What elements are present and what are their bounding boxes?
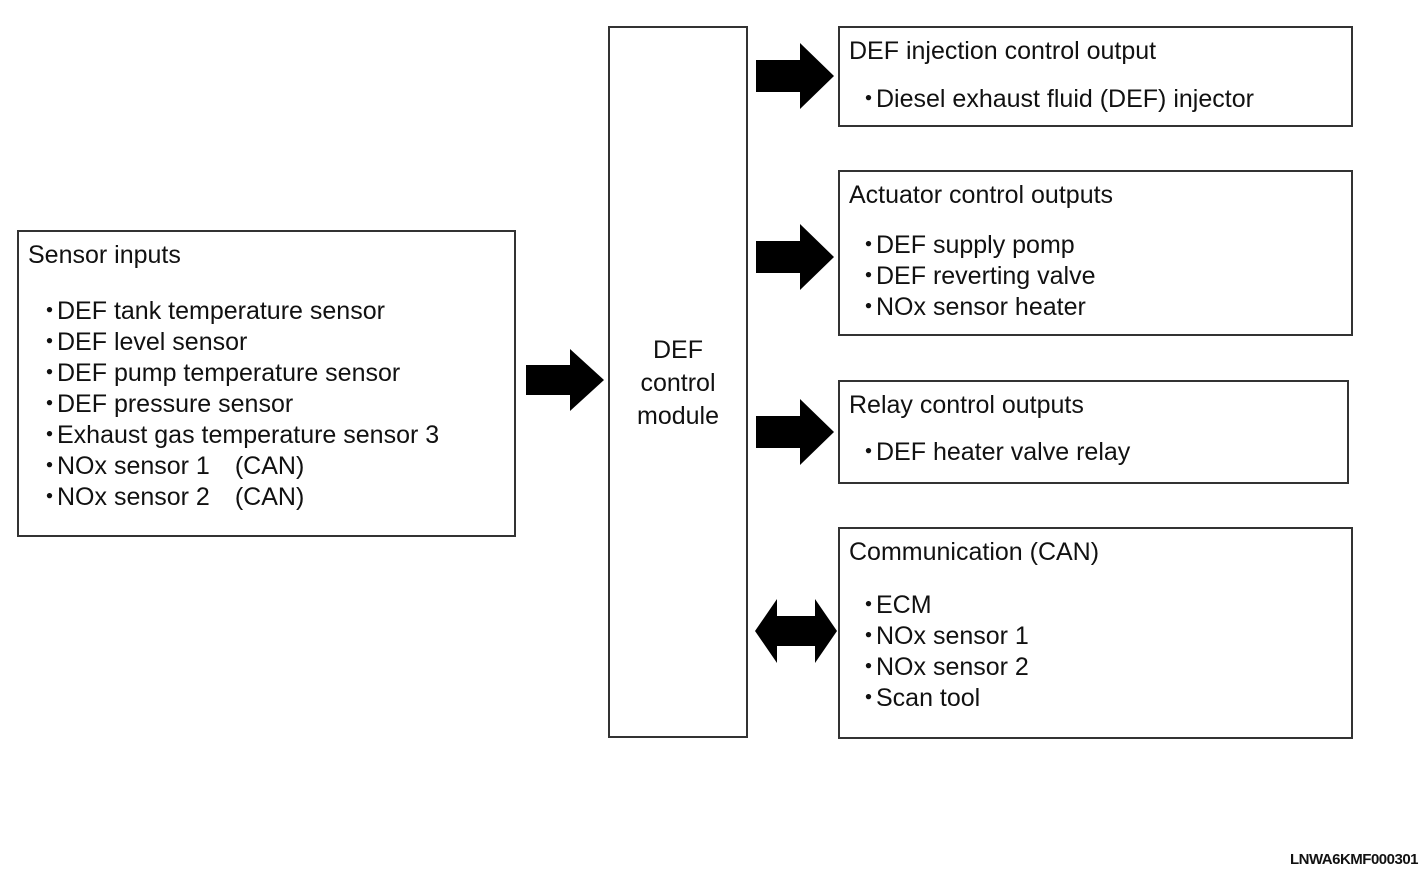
- relay-control-outputs-item-label: DEF heater valve relay: [876, 438, 1131, 466]
- input-arrow-icon: [526, 349, 604, 411]
- bullet-icon: ・: [856, 438, 882, 466]
- sensor-inputs-item: ・NOx sensor 1 (CAN): [37, 451, 439, 482]
- communication-item-label: NOx sensor 2: [876, 653, 1029, 681]
- actuator-control-outputs-title: Actuator control outputs: [849, 181, 1114, 209]
- relay-control-outputs-item: ・DEF heater valve relay: [856, 437, 1130, 468]
- sensor-inputs-item-label: NOx sensor 2 (CAN): [57, 483, 305, 511]
- bullet-icon: ・: [856, 684, 882, 712]
- communication-item: ・NOx sensor 1: [856, 621, 1029, 652]
- sensor-inputs-item-label: DEF tank temperature sensor: [57, 297, 385, 325]
- sensor-inputs-item: ・NOx sensor 2 (CAN): [37, 482, 439, 513]
- actuator-control-outputs-box: Actuator control outputs ・DEF supply pom…: [838, 170, 1353, 336]
- actuator-control-outputs-item: ・NOx sensor heater: [856, 292, 1096, 323]
- bullet-icon: ・: [856, 653, 882, 681]
- actuator-arrow-icon: [756, 224, 834, 290]
- sensor-inputs-list: ・DEF tank temperature sensor・DEF level s…: [37, 296, 439, 513]
- sensor-inputs-box: Sensor inputs ・DEF tank temperature sens…: [17, 230, 516, 537]
- bullet-icon: ・: [856, 293, 882, 321]
- relay-arrow-icon: [756, 399, 834, 465]
- bullet-icon: ・: [856, 622, 882, 650]
- def-control-module-label: DEF control module: [637, 336, 719, 430]
- actuator-control-outputs-item: ・DEF supply pomp: [856, 230, 1096, 261]
- bullet-icon: ・: [37, 483, 63, 511]
- communication-item: ・Scan tool: [856, 683, 1029, 714]
- sensor-inputs-item-label: DEF level sensor: [57, 328, 248, 356]
- communication-item: ・NOx sensor 2: [856, 652, 1029, 683]
- bullet-icon: ・: [856, 85, 882, 113]
- bullet-icon: ・: [37, 390, 63, 418]
- bullet-icon: ・: [37, 297, 63, 325]
- sensor-inputs-item-label: NOx sensor 1 (CAN): [57, 452, 305, 480]
- figure-id: LNWA6KMF000301: [1289, 851, 1419, 868]
- communication-item-label: NOx sensor 1: [876, 622, 1029, 650]
- actuator-control-outputs-list: ・DEF supply pomp・DEF reverting valve・NOx…: [856, 230, 1096, 323]
- bullet-icon: ・: [37, 452, 63, 480]
- actuator-control-outputs-item-label: NOx sensor heater: [876, 293, 1086, 321]
- communication-item: ・ECM: [856, 590, 1029, 621]
- sensor-inputs-item-label: DEF pump temperature sensor: [57, 359, 401, 387]
- relay-control-outputs-title: Relay control outputs: [849, 391, 1084, 419]
- communication-title: Communication (CAN): [849, 538, 1100, 566]
- sensor-inputs-title: Sensor inputs: [28, 241, 181, 269]
- injection-arrow-icon: [756, 43, 834, 109]
- communication-box: Communication (CAN) ・ECM・NOx sensor 1・NO…: [838, 527, 1353, 739]
- relay-control-outputs-box: Relay control outputs ・DEF heater valve …: [838, 380, 1349, 484]
- sensor-inputs-item-label: Exhaust gas temperature sensor 3: [57, 421, 440, 449]
- bullet-icon: ・: [37, 421, 63, 449]
- sensor-inputs-item: ・DEF pressure sensor: [37, 389, 439, 420]
- actuator-control-outputs-item-label: DEF reverting valve: [876, 262, 1096, 290]
- sensor-inputs-item: ・Exhaust gas temperature sensor 3: [37, 420, 439, 451]
- relay-control-outputs-list: ・DEF heater valve relay: [856, 437, 1130, 468]
- injection-control-output-item-label: Diesel exhaust fluid (DEF) injector: [876, 85, 1254, 113]
- def-control-module-box: DEF control module: [608, 26, 748, 738]
- injection-control-output-list: ・Diesel exhaust fluid (DEF) injector: [856, 84, 1254, 115]
- bullet-icon: ・: [37, 359, 63, 387]
- bullet-icon: ・: [856, 591, 882, 619]
- bullet-icon: ・: [856, 262, 882, 290]
- communication-item-label: ECM: [876, 591, 932, 619]
- bullet-icon: ・: [37, 328, 63, 356]
- injection-control-output-item: ・Diesel exhaust fluid (DEF) injector: [856, 84, 1254, 115]
- injection-control-output-box: DEF injection control output ・Diesel exh…: [838, 26, 1353, 127]
- communication-item-label: Scan tool: [876, 684, 981, 712]
- sensor-inputs-item-label: DEF pressure sensor: [57, 390, 294, 418]
- sensor-inputs-item: ・DEF tank temperature sensor: [37, 296, 439, 327]
- sensor-inputs-item: ・DEF pump temperature sensor: [37, 358, 439, 389]
- bullet-icon: ・: [856, 231, 882, 259]
- injection-control-output-title: DEF injection control output: [849, 37, 1157, 65]
- communication-list: ・ECM・NOx sensor 1・NOx sensor 2・Scan tool: [856, 590, 1029, 714]
- actuator-control-outputs-item-label: DEF supply pomp: [876, 231, 1075, 259]
- actuator-control-outputs-item: ・DEF reverting valve: [856, 261, 1096, 292]
- sensor-inputs-item: ・DEF level sensor: [37, 327, 439, 358]
- communication-double-arrow-icon: [755, 599, 837, 663]
